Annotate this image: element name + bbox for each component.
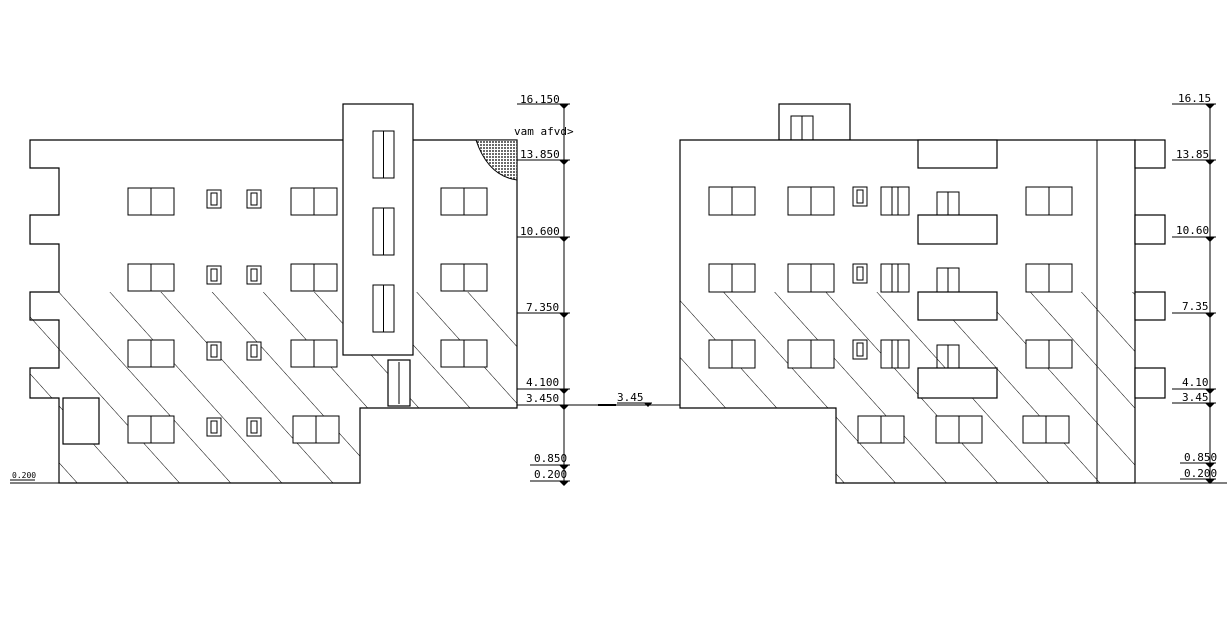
tower-windows bbox=[372, 130, 395, 333]
left-note-label: vam afvd> bbox=[514, 125, 574, 138]
right-level-label: 3.45 bbox=[1182, 391, 1209, 404]
middle-level-label: 3.45 bbox=[617, 391, 644, 404]
left-level-label: 13.850 bbox=[520, 148, 560, 161]
right-level-label: 13.85 bbox=[1176, 148, 1209, 161]
left-hatch-fill bbox=[30, 292, 517, 483]
left-level-label: 0.200 bbox=[534, 468, 567, 481]
right-level-label: 7.35 bbox=[1182, 300, 1209, 313]
window-row-2 bbox=[708, 263, 1073, 293]
window-row-1 bbox=[708, 186, 1073, 216]
window-row-1 bbox=[127, 187, 488, 216]
left-level-label: 10.600 bbox=[520, 225, 560, 238]
left-lower-box bbox=[62, 397, 100, 445]
middle-section: 3.45 bbox=[564, 391, 680, 407]
left-windows bbox=[127, 187, 488, 444]
right-central-balconies bbox=[917, 139, 998, 399]
right-level-label: 0.200 bbox=[1184, 467, 1217, 480]
right-edge-balconies bbox=[1134, 139, 1166, 399]
window-row-3 bbox=[127, 339, 488, 368]
right-hatch-fill bbox=[680, 292, 1135, 483]
left-level-label: 0.850 bbox=[534, 452, 567, 465]
window-row-3 bbox=[708, 339, 1073, 369]
left-level-label: 3.450 bbox=[526, 392, 559, 405]
right-elevation: 16.15 13.85 10.60 7.35 4.10 3.45 0.850 0… bbox=[679, 92, 1227, 484]
right-level-label: 0.850 bbox=[1184, 451, 1217, 464]
right-level-label: 10.60 bbox=[1176, 224, 1209, 237]
window-row-4 bbox=[127, 415, 340, 444]
left-corner-stipple bbox=[475, 139, 518, 181]
right-level-label: 4.10 bbox=[1182, 376, 1209, 389]
right-windows bbox=[708, 186, 1073, 444]
left-level-ruler bbox=[517, 103, 570, 486]
window-row-4 bbox=[857, 415, 1070, 444]
left-ground-level-label: 0.200 bbox=[12, 471, 36, 480]
left-stair-tower bbox=[342, 103, 414, 356]
right-roof-box bbox=[778, 103, 851, 141]
left-level-label: 4.100 bbox=[526, 376, 559, 389]
window-row-2 bbox=[127, 263, 488, 292]
left-level-label: 7.350 bbox=[526, 301, 559, 314]
right-level-ruler bbox=[1172, 103, 1216, 484]
right-level-label: 16.15 bbox=[1178, 92, 1211, 105]
left-level-label: 16.150 bbox=[520, 93, 560, 106]
left-elevation: vam afvd> 16.150 13.850 10.600 7.350 4.1… bbox=[10, 93, 574, 486]
